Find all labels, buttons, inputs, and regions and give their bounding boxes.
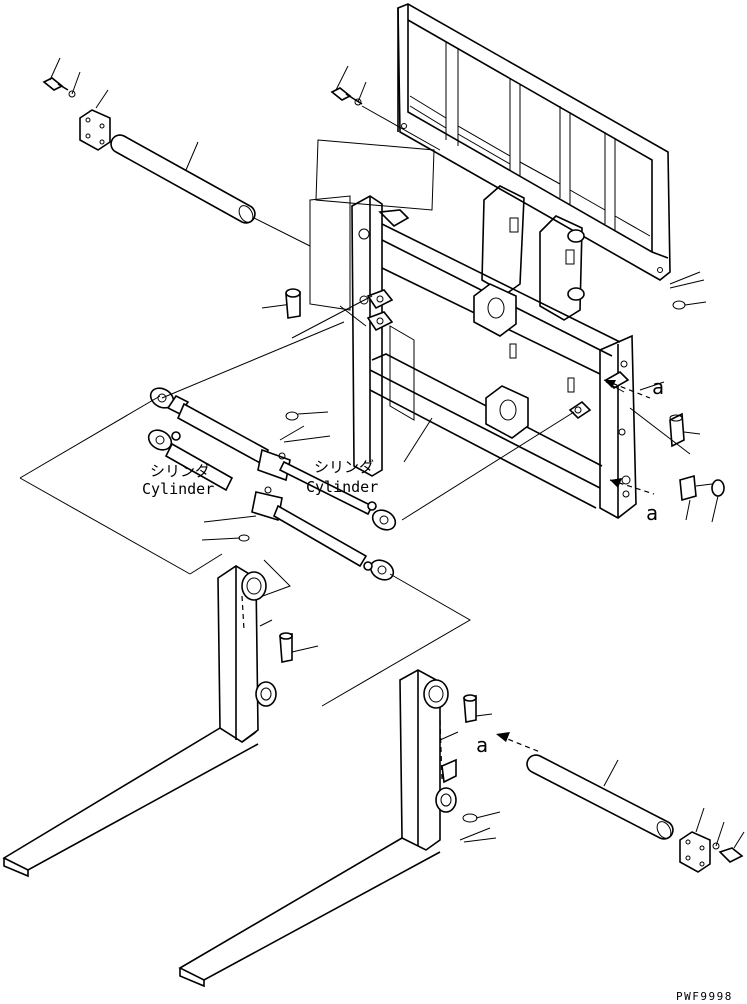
figure-code: PWF9998 <box>676 990 733 1003</box>
fork-right <box>178 669 501 988</box>
arrow-a-bottom <box>496 732 541 753</box>
right-plate <box>679 807 711 873</box>
bracket-bolt <box>279 288 331 443</box>
ref-label-a-bottom: a <box>476 733 488 757</box>
cylinder-label-left: シリンダ Cylinder <box>142 462 214 498</box>
right-bottom-bolt <box>712 821 745 863</box>
ref-label-a-top: a <box>652 375 664 399</box>
fork-carriage <box>351 185 637 519</box>
arrow-a-mid <box>609 478 655 495</box>
right-upright-bolt <box>669 412 701 448</box>
cylinder-boundary <box>19 321 471 707</box>
ref-label-a-mid: a <box>646 501 658 525</box>
fork-left <box>2 565 319 878</box>
cylinder-label-right-jp: シリンダ <box>314 458 374 476</box>
left-plate <box>79 89 111 151</box>
cylinder-label-right: シリンダ Cylinder <box>306 458 378 496</box>
backrest-bolt <box>330 65 441 151</box>
shim-plates <box>309 139 435 311</box>
right-washers <box>669 271 707 310</box>
right-shaft <box>526 754 674 840</box>
cylinder-label-left-jp: シリンダ <box>150 462 210 480</box>
right-pin <box>679 474 725 523</box>
left-shaft <box>110 134 311 247</box>
cylinder-label-right-en: Cylinder <box>306 478 378 496</box>
load-backrest <box>397 3 671 281</box>
left-top-bolt <box>42 57 81 98</box>
cylinder-lower <box>147 429 395 581</box>
cylinder-label-left-en: Cylinder <box>142 480 214 498</box>
